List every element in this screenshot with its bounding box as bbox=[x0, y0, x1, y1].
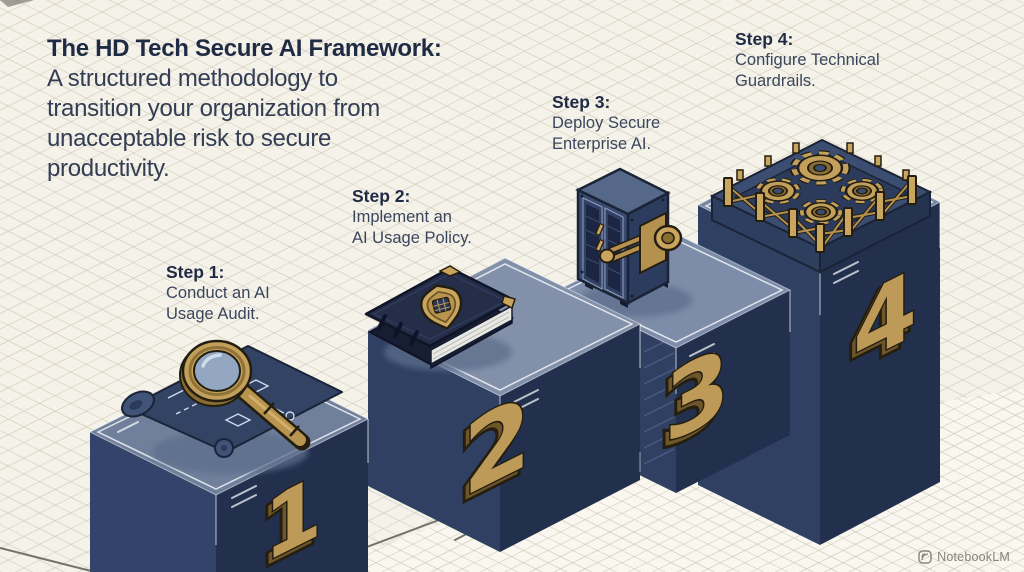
guardrail-fence bbox=[723, 175, 917, 253]
framework-title: The HD Tech Secure AI Framework: A struc… bbox=[47, 34, 507, 184]
notebooklm-watermark: NotebookLM bbox=[918, 550, 1010, 564]
step-1-heading: Step 1: bbox=[166, 262, 225, 282]
title-heading: The HD Tech Secure AI Framework: bbox=[47, 35, 442, 62]
title-subtitle-line: transition your organization from bbox=[47, 95, 380, 122]
step-2-block: 2 2 bbox=[364, 257, 642, 552]
step-2-description: Implement an bbox=[352, 208, 452, 226]
step-1-label: Step 1: Conduct an AI Usage Audit. bbox=[166, 261, 270, 325]
step-1-description: Usage Audit. bbox=[166, 305, 260, 323]
magnifier bbox=[179, 339, 311, 451]
step-2-heading: Step 2: bbox=[352, 186, 411, 206]
gears bbox=[754, 150, 885, 226]
step-4-heading: Step 4: bbox=[735, 29, 794, 49]
title-subtitle-line: unacceptable risk to secure bbox=[47, 125, 332, 152]
secure-vault-icon bbox=[575, 167, 683, 308]
step-1-description: Conduct an AI bbox=[166, 284, 270, 302]
step-3-heading: Step 3: bbox=[552, 92, 611, 112]
step-2-description: AI Usage Policy. bbox=[352, 229, 472, 247]
policy-book-icon bbox=[364, 265, 516, 370]
step-2-label: Step 2: Implement an AI Usage Policy. bbox=[352, 185, 472, 249]
corner-artifact bbox=[0, 0, 34, 7]
step-4-label: Step 4: Configure Technical Guardrails. bbox=[735, 28, 880, 92]
step-3-description: Enterprise AI. bbox=[552, 135, 652, 153]
vault-lock bbox=[580, 194, 683, 298]
title-subtitle-line: A structured methodology to bbox=[47, 65, 338, 92]
title-subtitle-line: productivity. bbox=[47, 155, 170, 182]
hatch-shading bbox=[643, 336, 675, 465]
step-1-block: 1 1 bbox=[88, 339, 370, 572]
guardrail-gears-icon bbox=[709, 138, 933, 274]
step-4-description: Configure Technical bbox=[735, 51, 880, 69]
notebooklm-logo-icon bbox=[918, 550, 932, 564]
svg-text:1: 1 bbox=[264, 456, 322, 572]
magnifier-blueprint-icon bbox=[121, 339, 343, 458]
step-3-label: Step 3: Deploy Secure Enterprise AI. bbox=[552, 91, 660, 155]
step-4-description: Guardrails. bbox=[735, 72, 816, 90]
shield-emblem bbox=[419, 284, 463, 330]
step-3-description: Deploy Secure bbox=[552, 114, 661, 132]
rim-studs bbox=[736, 142, 910, 181]
watermark-label: NotebookLM bbox=[937, 550, 1010, 564]
